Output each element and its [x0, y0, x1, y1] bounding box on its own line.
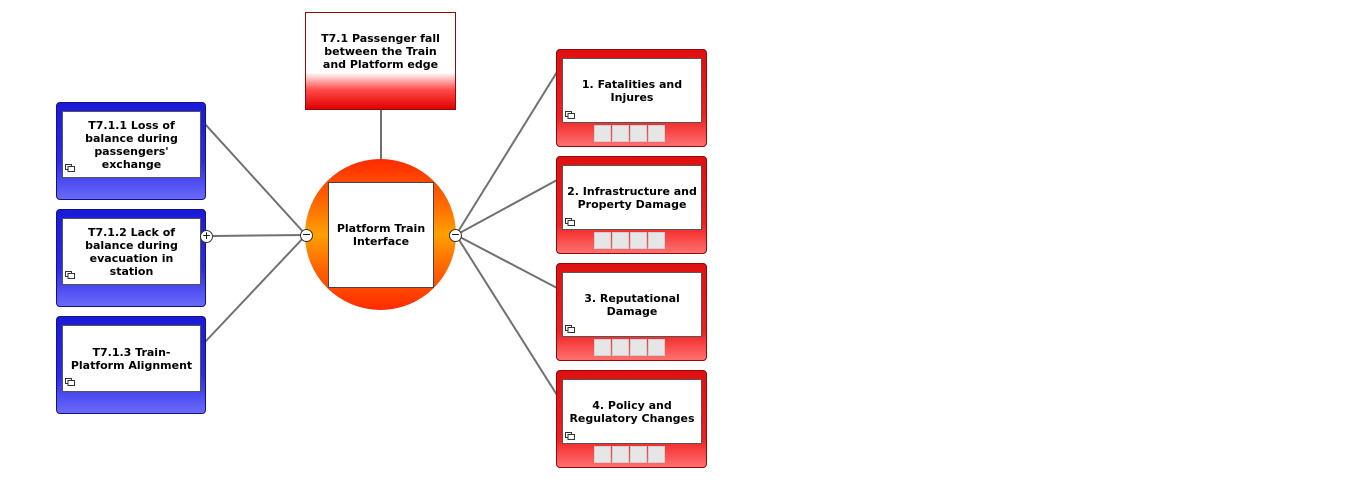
document-icon[interactable] [565, 111, 575, 119]
consequence-node[interactable]: 4. Policy and Regulatory Changes [556, 370, 707, 468]
document-icon[interactable] [565, 218, 575, 226]
barrier-slots [594, 232, 665, 249]
consequence-label: 3. Reputational Damage [584, 291, 680, 318]
connector-consequence-1 [455, 71, 558, 236]
consequence-label: 1. Fatalities and Injures [581, 77, 683, 104]
consequence-node[interactable]: 1. Fatalities and Injures [556, 49, 707, 147]
barrier-slots [594, 339, 665, 356]
consequence-label: 2. Infrastructure and Property Damage [567, 184, 697, 211]
threat-node[interactable]: T7.1.3 Train-Platform Alignment [56, 316, 206, 414]
consequence-node[interactable]: 2. Infrastructure and Property Damage [556, 156, 707, 254]
connector-consequence-2 [455, 179, 558, 236]
hazard-node[interactable]: Platform Train Interface [328, 182, 434, 288]
collapse-threats-toggle[interactable]: − [300, 228, 313, 242]
connector-threat-2 [212, 234, 307, 237]
document-icon[interactable] [65, 378, 75, 386]
connector-threat-1 [204, 123, 307, 236]
threat-label: T7.1.2 Lack of balance during evacuation… [85, 225, 178, 278]
barrier-slots [594, 125, 665, 142]
expand-threat-toggle[interactable]: + [200, 229, 213, 243]
consequence-node[interactable]: 3. Reputational Damage [556, 263, 707, 361]
connector-consequence-4 [455, 234, 558, 396]
hazard-label: Platform Train Interface [336, 222, 426, 248]
barrier-slots [594, 446, 665, 463]
document-icon[interactable] [565, 325, 575, 333]
threat-label: T7.1.1 Loss of balance during passengers… [85, 118, 178, 171]
top-event-node[interactable]: T7.1 Passenger fall between the Train an… [305, 12, 456, 110]
consequence-label: 4. Policy and Regulatory Changes [569, 398, 695, 425]
threat-node[interactable]: T7.1.1 Loss of balance during passengers… [56, 102, 206, 200]
document-icon[interactable] [65, 164, 75, 172]
connector-threat-3 [204, 234, 307, 343]
collapse-consequences-toggle[interactable]: − [449, 228, 462, 242]
connector-consequence-3 [455, 234, 558, 289]
document-icon[interactable] [565, 432, 575, 440]
document-icon[interactable] [65, 271, 75, 279]
top-event-label: T7.1 Passenger fall between the Train an… [321, 32, 440, 71]
threat-label: T7.1.3 Train-Platform Alignment [70, 345, 193, 372]
threat-node[interactable]: T7.1.2 Lack of balance during evacuation… [56, 209, 206, 307]
